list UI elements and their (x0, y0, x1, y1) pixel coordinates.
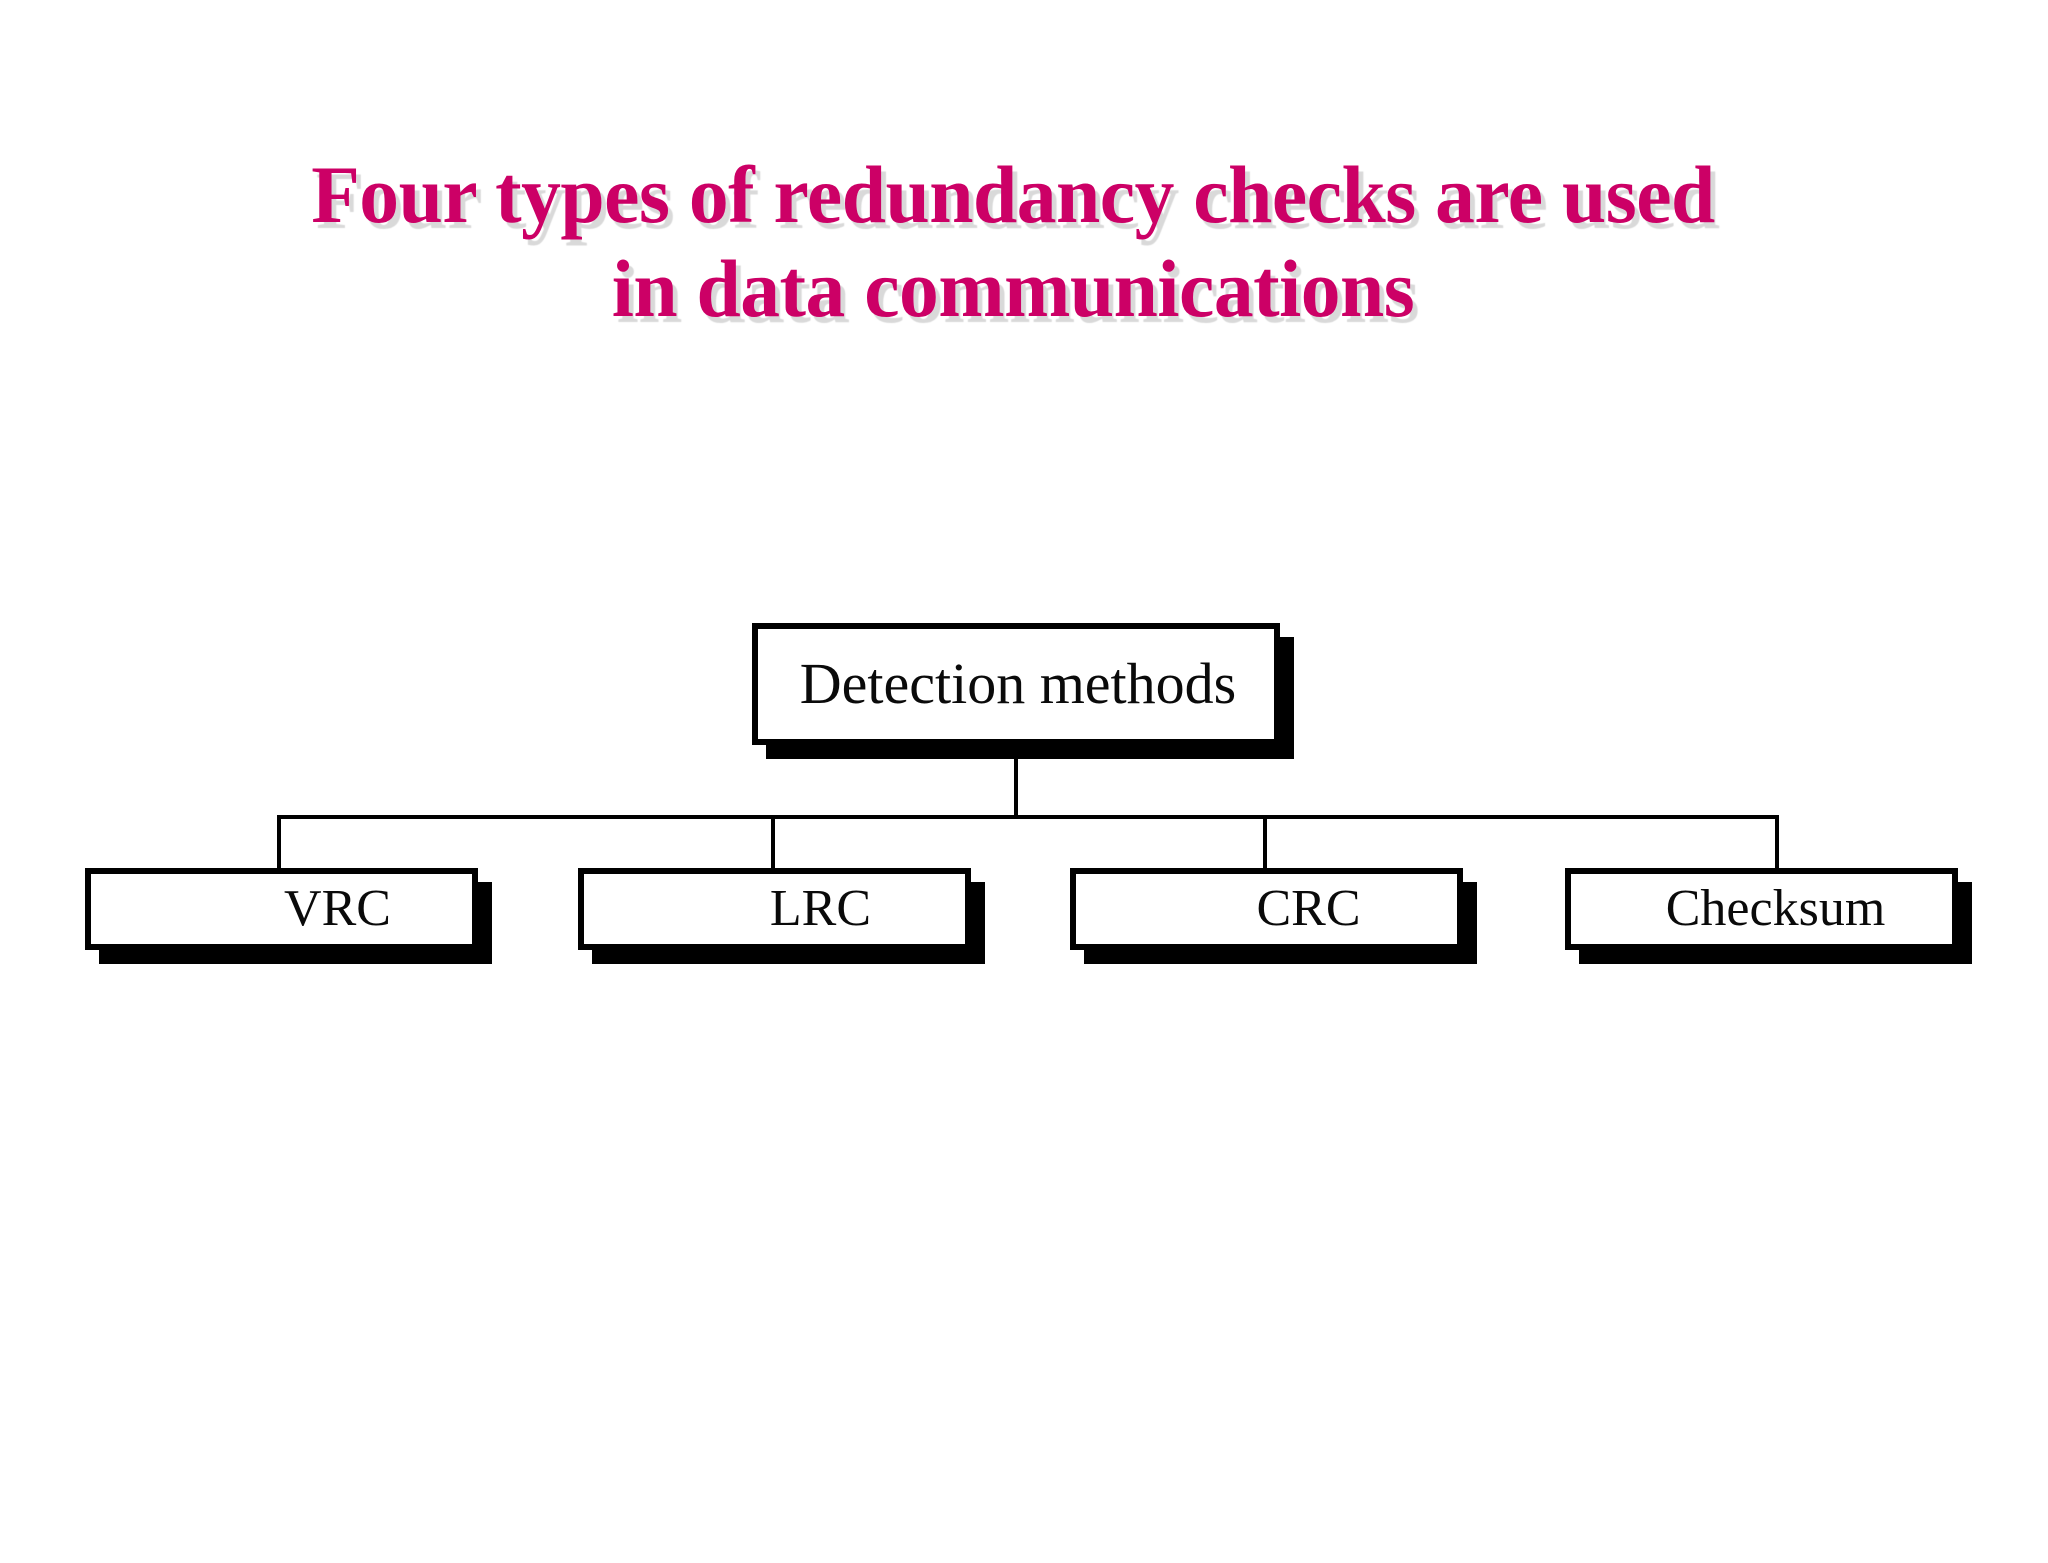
node-detection-methods: Detection methods (752, 623, 1280, 745)
connector-drop-vrc (277, 815, 281, 870)
node-label-vrc: VRC (284, 880, 391, 937)
connector-drop-checksum (1775, 815, 1779, 870)
page-title: Four types of redundancy checks are used… (0, 148, 2048, 336)
connector-root-stem (1014, 745, 1018, 817)
node-label-detection-methods: Detection methods (799, 651, 1237, 716)
node-label-lrc: LRC (769, 880, 872, 937)
connector-drop-lrc (771, 815, 775, 870)
connector-horizontal-bus (277, 815, 1777, 819)
page-title-line-2: in data communications (611, 243, 1415, 334)
node-vrc: VRC (85, 868, 478, 950)
node-crc: CRC (1070, 868, 1463, 950)
node-lrc: LRC (578, 868, 971, 950)
connector-drop-crc (1263, 815, 1267, 870)
node-label-crc: CRC (1256, 880, 1361, 937)
node-label-checksum: Checksum (1665, 880, 1886, 937)
node-checksum: Checksum (1565, 868, 1958, 950)
page-title-line-1: Four types of redundancy checks are used (311, 149, 1715, 240)
